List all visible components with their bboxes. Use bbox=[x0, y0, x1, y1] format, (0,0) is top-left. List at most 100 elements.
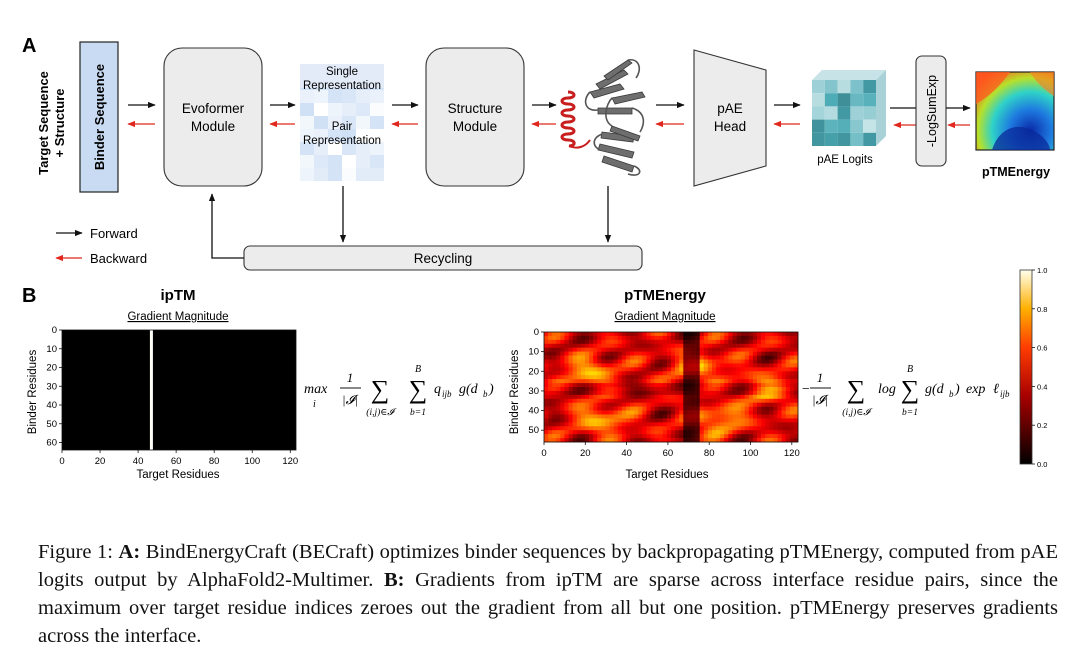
ptm-cell bbox=[666, 351, 672, 356]
ptm-cell bbox=[625, 375, 631, 380]
ptm-cell bbox=[658, 398, 664, 404]
ptm-cell bbox=[789, 355, 795, 360]
ptm-cell bbox=[752, 371, 758, 376]
ptm-cell bbox=[732, 418, 737, 423]
ptm-cell bbox=[584, 359, 590, 364]
ptm-cell bbox=[572, 406, 578, 411]
ptm-cell bbox=[666, 371, 672, 376]
ptm-cell bbox=[556, 390, 561, 396]
ptm-cell bbox=[683, 359, 688, 364]
ptm-cell bbox=[781, 426, 787, 431]
ptm-cell bbox=[703, 367, 709, 372]
ptm-cell bbox=[707, 383, 713, 388]
ptm-cell bbox=[642, 339, 647, 345]
ptm-cell bbox=[752, 355, 758, 360]
svg-text:−: − bbox=[801, 382, 810, 397]
ptm-cell bbox=[630, 379, 635, 384]
ptm-cell bbox=[793, 359, 799, 364]
ptm-cell bbox=[646, 339, 651, 345]
ptm-cell bbox=[761, 426, 766, 431]
ptm-cell bbox=[621, 375, 627, 380]
ptm-cell bbox=[699, 351, 705, 356]
ptm-cell bbox=[785, 343, 791, 349]
ptm-cell bbox=[597, 387, 602, 392]
pair-rep-cell bbox=[314, 103, 328, 116]
ptm-cell bbox=[593, 422, 598, 427]
pae-logit-cell bbox=[850, 132, 864, 146]
ptm-cell bbox=[695, 363, 700, 368]
ptm-cell bbox=[650, 434, 655, 439]
ptm-cell bbox=[728, 422, 733, 427]
ptm-cell bbox=[757, 402, 762, 407]
ptm-cell bbox=[642, 347, 647, 352]
ptm-cell bbox=[654, 390, 660, 396]
ptm-cell bbox=[605, 379, 610, 384]
ptm-cell bbox=[785, 410, 791, 415]
ptm-cell bbox=[642, 383, 647, 388]
ptm-cell bbox=[625, 418, 631, 423]
ptm-cell bbox=[658, 371, 664, 376]
ptm-cell bbox=[789, 371, 795, 376]
ptm-cell bbox=[711, 422, 717, 427]
ptm-cell bbox=[646, 406, 651, 411]
structure-label-2: Module bbox=[453, 119, 497, 134]
ptm-cell bbox=[609, 383, 614, 388]
ptm-cell bbox=[699, 406, 705, 411]
ptm-cell bbox=[675, 434, 680, 439]
ptm-cell bbox=[744, 371, 750, 376]
ptm-cell bbox=[728, 332, 733, 337]
ptm-cell bbox=[638, 398, 643, 404]
ptm-cell bbox=[691, 394, 696, 400]
ptm-cell bbox=[584, 438, 590, 443]
ptm-cell bbox=[707, 371, 713, 376]
ptm-cell bbox=[720, 359, 725, 364]
ptm-cell bbox=[748, 426, 754, 431]
ptm-cell bbox=[765, 418, 770, 423]
ptm-cell bbox=[544, 402, 549, 407]
ptm-cell bbox=[544, 387, 549, 392]
ptm-cell bbox=[658, 363, 664, 368]
ptm-cell bbox=[572, 339, 578, 345]
ptm-cell bbox=[752, 343, 758, 349]
ptm-cell bbox=[625, 339, 631, 345]
ptm-cell bbox=[707, 410, 713, 415]
ptm-cell bbox=[675, 359, 680, 364]
pair-rep-cell bbox=[356, 155, 370, 168]
ptm-cell bbox=[740, 343, 746, 349]
ptm-cell bbox=[728, 414, 733, 419]
ptm-cell bbox=[638, 335, 643, 341]
ptm-cell bbox=[793, 335, 799, 341]
ptm-cell bbox=[744, 422, 750, 427]
ptm-cell bbox=[601, 398, 606, 404]
ptm-cell bbox=[666, 426, 672, 431]
ptm-cell bbox=[736, 406, 741, 411]
ptm-cell bbox=[703, 359, 709, 364]
ptm-cell bbox=[654, 339, 660, 345]
ptm-cell bbox=[785, 375, 791, 380]
ptm-cell bbox=[732, 398, 737, 404]
ptm-cell bbox=[736, 410, 741, 415]
ptm-cell bbox=[564, 332, 569, 337]
ptm-cell bbox=[560, 426, 565, 431]
ptm-cell bbox=[625, 387, 631, 392]
ptm-cell bbox=[662, 355, 668, 360]
ptm-cell bbox=[679, 430, 684, 435]
ptm-cell bbox=[752, 406, 758, 411]
ptm-cell bbox=[568, 418, 573, 423]
ptm-cell bbox=[584, 414, 590, 419]
ptm-cell bbox=[707, 434, 713, 439]
ptm-cell bbox=[679, 343, 684, 349]
ptm-cell bbox=[601, 406, 606, 411]
ptm-cell bbox=[593, 339, 598, 345]
ptm-cell bbox=[781, 410, 787, 415]
ptm-cell bbox=[589, 375, 594, 380]
ptm-cell bbox=[593, 394, 598, 400]
ptm-cell bbox=[671, 332, 676, 337]
pair-rep-cell bbox=[356, 116, 370, 129]
ptm-cell bbox=[740, 387, 746, 392]
ptm-cell bbox=[564, 410, 569, 415]
ptm-cell bbox=[621, 379, 627, 384]
ptm-cell bbox=[724, 383, 729, 388]
ptm-cell bbox=[761, 351, 766, 356]
ptm-cell bbox=[699, 418, 705, 423]
